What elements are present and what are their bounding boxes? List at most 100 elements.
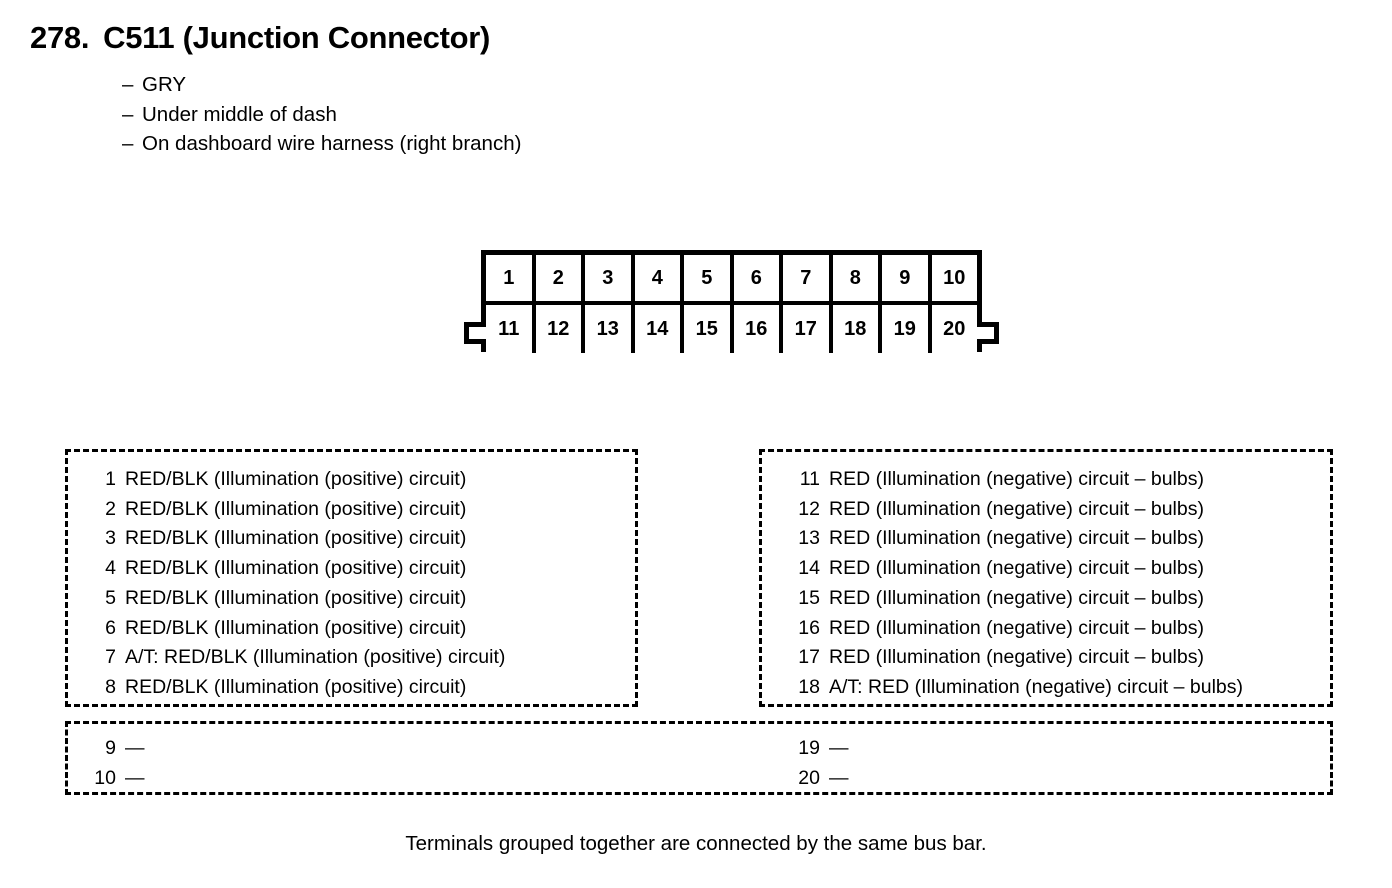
terminal-group-box-bottom: 9 — 10 — 19 — 20 — bbox=[65, 721, 1333, 795]
pin-list-item: 3 RED/BLK (Illumination (positive) circu… bbox=[68, 524, 635, 554]
pin-cell-15: 15 bbox=[684, 305, 734, 353]
pin-number: 18 bbox=[798, 675, 820, 698]
detail-dash-icon: – bbox=[122, 132, 134, 155]
pin-cell-11: 11 bbox=[486, 305, 536, 353]
pin-description: RED/BLK (Illumination (positive) circuit… bbox=[125, 468, 467, 490]
pin-number: 5 bbox=[105, 586, 116, 609]
pin-list-item: 6 RED/BLK (Illumination (positive) circu… bbox=[68, 614, 635, 644]
pin-list-item: 10 — bbox=[68, 764, 762, 794]
pin-number: 16 bbox=[798, 616, 820, 639]
pin-number: 8 bbox=[105, 675, 116, 698]
pin-description: RED/BLK (Illumination (positive) circuit… bbox=[125, 616, 467, 639]
pin-description: RED (Illumination (negative) circuit – b… bbox=[829, 616, 1204, 639]
pin-number: 12 bbox=[798, 497, 820, 520]
pin-list-item: 15 RED (Illumination (negative) circuit … bbox=[762, 584, 1330, 614]
pin-description: RED (Illumination (negative) circuit – b… bbox=[829, 646, 1204, 669]
pin-list-item: 13 RED (Illumination (negative) circuit … bbox=[762, 524, 1330, 554]
pin-number: 13 bbox=[798, 527, 820, 550]
pin-cell-18: 18 bbox=[832, 305, 882, 353]
pin-number: 10 bbox=[94, 766, 116, 789]
bottom-columns: 9 — 10 — 19 — 20 — bbox=[68, 724, 1330, 793]
pin-cell-2: 2 bbox=[535, 255, 585, 301]
pin-list-item: 17 RED (Illumination (negative) circuit … bbox=[762, 643, 1330, 673]
pin-list-item: 7 A/T: RED/BLK (Illumination (positive) … bbox=[68, 643, 635, 673]
pin-description: RED (Illumination (negative) circuit – b… bbox=[829, 527, 1204, 550]
pin-cell-10: 10 bbox=[931, 255, 977, 301]
pin-cell-6: 6 bbox=[733, 255, 783, 301]
pin-cell-20: 20 bbox=[931, 305, 977, 353]
detail-row-color: –GRY bbox=[122, 70, 521, 100]
pin-description: RED/BLK (Illumination (positive) circuit… bbox=[125, 497, 467, 520]
pin-description: RED (Illumination (negative) circuit – b… bbox=[829, 497, 1204, 520]
detail-row-location: –Under middle of dash bbox=[122, 100, 521, 130]
pin-number: 7 bbox=[105, 646, 116, 669]
pin-cell-3: 3 bbox=[585, 255, 635, 301]
terminal-group-box-right: 11 RED (Illumination (negative) circuit … bbox=[759, 449, 1333, 707]
pin-number: 9 bbox=[105, 737, 116, 759]
detail-row-harness: –On dashboard wire harness (right branch… bbox=[122, 129, 521, 159]
pin-list-item: 19 — bbox=[762, 734, 1262, 764]
connector-row-bottom: 11 12 13 14 15 16 17 18 19 20 bbox=[486, 301, 977, 353]
pin-list-item: 20 — bbox=[762, 764, 1262, 794]
pin-description: A/T: RED (Illumination (negative) circui… bbox=[829, 675, 1243, 698]
detail-text: GRY bbox=[142, 73, 187, 96]
pin-cell-14: 14 bbox=[634, 305, 684, 353]
connector-row-top: 1 2 3 4 5 6 7 8 9 10 bbox=[486, 255, 977, 301]
pin-cell-19: 19 bbox=[882, 305, 932, 353]
pin-list-left: 1 RED/BLK (Illumination (positive) circu… bbox=[68, 452, 635, 703]
pin-list-item: 12 RED (Illumination (negative) circuit … bbox=[762, 495, 1330, 525]
pin-list-item: 11 RED (Illumination (negative) circuit … bbox=[762, 465, 1330, 495]
pin-description: RED/BLK (Illumination (positive) circuit… bbox=[125, 586, 467, 609]
pin-number: 4 bbox=[105, 557, 116, 580]
pin-number: 6 bbox=[105, 616, 116, 639]
pin-list-item: 1 RED/BLK (Illumination (positive) circu… bbox=[68, 465, 635, 495]
pin-list-item: 2 RED/BLK (Illumination (positive) circu… bbox=[68, 495, 635, 525]
pin-description: RED/BLK (Illumination (positive) circuit… bbox=[125, 557, 467, 580]
pin-description: RED (Illumination (negative) circuit – b… bbox=[829, 557, 1204, 580]
pin-cell-5: 5 bbox=[684, 255, 734, 301]
pin-description: — bbox=[125, 766, 145, 789]
connector-pinout-diagram: 1 2 3 4 5 6 7 8 9 10 11 12 13 14 15 16 1… bbox=[464, 250, 999, 353]
pin-number: 20 bbox=[798, 766, 820, 789]
pin-cell-17: 17 bbox=[783, 305, 833, 353]
pin-list-right: 11 RED (Illumination (negative) circuit … bbox=[762, 452, 1330, 703]
pin-cell-8: 8 bbox=[832, 255, 882, 301]
pin-number: 11 bbox=[799, 468, 820, 490]
page-title-number: 278. bbox=[30, 20, 90, 55]
detail-text: Under middle of dash bbox=[142, 102, 337, 126]
pin-number: 1 bbox=[105, 468, 116, 490]
pin-number: 17 bbox=[798, 646, 820, 669]
pin-cell-9: 9 bbox=[882, 255, 932, 301]
connector-latch-right-icon bbox=[977, 322, 999, 344]
pin-number: 2 bbox=[105, 497, 116, 520]
pin-description: — bbox=[125, 737, 145, 759]
pin-number: 14 bbox=[798, 557, 820, 580]
page-title-text: C511 (Junction Connector) bbox=[103, 20, 491, 55]
pin-cell-1: 1 bbox=[486, 255, 536, 301]
detail-text: On dashboard wire harness (right branch) bbox=[142, 132, 522, 155]
pin-list-item: 14 RED (Illumination (negative) circuit … bbox=[762, 554, 1330, 584]
pin-number: 15 bbox=[798, 586, 820, 609]
connector-latch-left-icon bbox=[464, 322, 486, 344]
pin-list-item: 5 RED/BLK (Illumination (positive) circu… bbox=[68, 584, 635, 614]
page-title: 278. C511 (Junction Connector) bbox=[30, 20, 490, 56]
pin-description: — bbox=[829, 766, 849, 789]
pin-cell-13: 13 bbox=[585, 305, 635, 353]
pin-description: RED (Illumination (negative) circuit – b… bbox=[829, 586, 1204, 609]
pin-list-item: 9 — bbox=[68, 734, 762, 764]
detail-dash-icon: – bbox=[122, 73, 134, 96]
pin-list-item: 8 RED/BLK (Illumination (positive) circu… bbox=[68, 673, 635, 703]
footer-note: Terminals grouped together are connected… bbox=[405, 832, 987, 855]
pin-description: RED/BLK (Illumination (positive) circuit… bbox=[125, 527, 467, 550]
pin-list-item: 16 RED (Illumination (negative) circuit … bbox=[762, 614, 1330, 644]
pin-list-item: 4 RED/BLK (Illumination (positive) circu… bbox=[68, 554, 635, 584]
pin-description: RED (Illumination (negative) circuit – b… bbox=[829, 468, 1204, 490]
pin-list-bottom-right: 19 — 20 — bbox=[762, 734, 1262, 793]
connector-detail-list: –GRY –Under middle of dash –On dashboard… bbox=[122, 70, 521, 159]
pin-description: A/T: RED/BLK (Illumination (positive) ci… bbox=[125, 646, 506, 669]
pin-list-item: 18 A/T: RED (Illumination (negative) cir… bbox=[762, 673, 1330, 703]
pin-cell-4: 4 bbox=[634, 255, 684, 301]
pin-cell-16: 16 bbox=[733, 305, 783, 353]
pin-number: 19 bbox=[798, 737, 820, 759]
pin-description: — bbox=[829, 737, 849, 759]
